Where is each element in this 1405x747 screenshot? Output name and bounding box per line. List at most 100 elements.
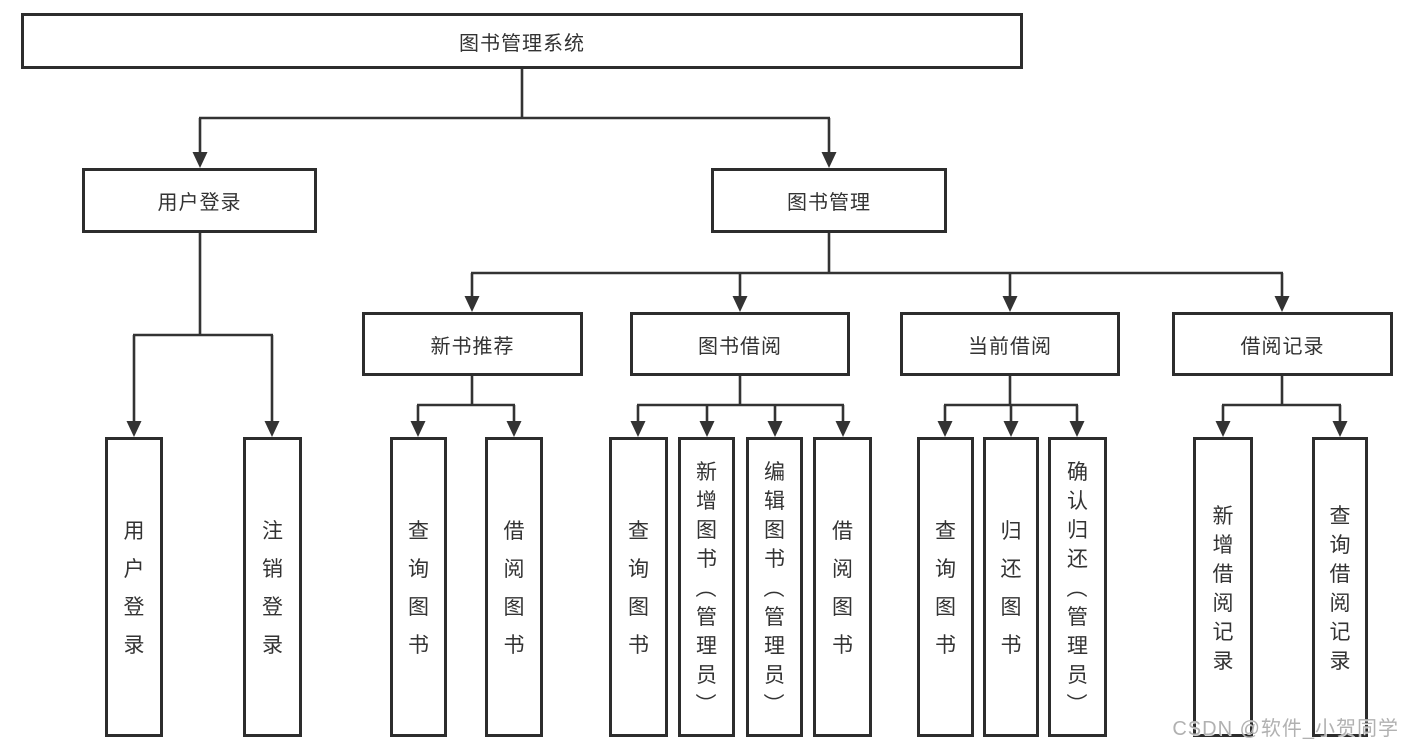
vertical-char: 借 (1329, 562, 1351, 586)
vertical-char: 书 (628, 634, 649, 657)
vertical-char: 管 (764, 606, 785, 629)
vertical-char: （ (693, 576, 717, 598)
vertical-char: 归 (1000, 520, 1022, 543)
node-new-book-recommend: 新书推荐 (362, 312, 583, 376)
vertical-char: 确 (1067, 461, 1088, 484)
vertical-char: 询 (1329, 533, 1351, 557)
arrowhead-down (192, 152, 208, 168)
vertical-char: 书 (832, 634, 853, 657)
node-label: 新书推荐 (430, 335, 515, 358)
arrowhead-down (506, 421, 522, 437)
vertical-char: 图 (1000, 596, 1022, 619)
node-current-borrow: 当前借阅 (900, 312, 1120, 376)
vertical-char: 录 (123, 634, 145, 657)
node-user-login: 用户登录 (82, 168, 317, 233)
arrowhead-down (410, 421, 426, 437)
vertical-char: 阅 (832, 558, 853, 581)
node-label: 用户登录 (157, 192, 242, 214)
vertical-char: 图 (935, 596, 956, 619)
vertical-char: 图 (628, 596, 649, 619)
arrowhead-down (821, 152, 837, 168)
vertical-char: 书 (408, 634, 429, 657)
vertical-char: 借 (503, 520, 525, 543)
connector-borrow-record (1215, 376, 1348, 437)
node-book-management: 图书管理 (711, 168, 947, 233)
arrowhead-down (1003, 421, 1019, 437)
vertical-char: 管 (696, 606, 717, 629)
vertical-char: 书 (503, 634, 525, 657)
vertical-char: 图 (503, 596, 525, 619)
node-label: 当前借阅 (968, 335, 1052, 358)
vertical-char: 查 (1329, 504, 1351, 528)
vertical-char: 查 (628, 520, 649, 543)
node-leaf-edit-books-admin: 编辑图书（管理员） (746, 437, 803, 737)
vertical-char: 管 (1067, 606, 1088, 629)
vertical-char: 录 (262, 634, 283, 657)
arrowhead-down (126, 421, 142, 437)
node-leaf-logout: 注销登录 (243, 437, 302, 737)
node-borrow-record: 借阅记录 (1172, 312, 1393, 376)
vertical-char: 借 (832, 520, 853, 543)
vertical-char: 录 (1329, 649, 1351, 673)
arrowhead-down (464, 296, 480, 312)
node-book-borrow: 图书借阅 (630, 312, 850, 376)
node-leaf-query-books-borrow: 查询图书 (609, 437, 668, 737)
vertical-char: 还 (1000, 558, 1022, 581)
vertical-char: 阅 (503, 558, 525, 581)
vertical-char: 书 (1000, 634, 1022, 657)
node-label: 图书管理系统 (459, 32, 585, 55)
vertical-char: ） (693, 692, 717, 714)
connector-new-book-rec (410, 376, 522, 437)
vertical-char: 归 (1067, 519, 1088, 542)
arrowhead-down (264, 421, 280, 437)
vertical-char: 还 (1067, 548, 1088, 571)
vertical-char: 记 (1329, 620, 1351, 644)
vertical-char: 新 (696, 461, 717, 484)
node-leaf-query-books-rec: 查询图书 (390, 437, 447, 737)
arrowhead-down (937, 421, 953, 437)
node-leaf-query-borrow-record: 查询借阅记录 (1312, 437, 1368, 737)
node-leaf-add-borrow-record: 新增借阅记录 (1193, 437, 1253, 737)
node-label: 图书借阅 (698, 335, 782, 358)
node-root-system: 图书管理系统 (21, 13, 1023, 69)
vertical-char: 编 (764, 461, 785, 484)
vertical-char: 借 (1212, 562, 1234, 586)
node-leaf-return-books: 归还图书 (983, 437, 1039, 737)
node-leaf-confirm-return-admin: 确认归还（管理员） (1048, 437, 1107, 737)
arrowhead-down (1002, 296, 1018, 312)
vertical-char: 书 (764, 548, 785, 571)
vertical-char: 注 (262, 520, 283, 543)
vertical-char: 询 (628, 558, 649, 581)
vertical-char: 员 (1067, 664, 1088, 687)
vertical-char: 增 (696, 490, 717, 513)
vertical-char: 图 (832, 596, 853, 619)
arrowhead-down (1274, 296, 1290, 312)
arrowhead-down (1215, 421, 1231, 437)
vertical-char: 增 (1212, 533, 1234, 557)
node-leaf-borrow-books: 借阅图书 (813, 437, 872, 737)
vertical-char: 理 (764, 635, 785, 658)
vertical-char: 用 (123, 520, 145, 543)
vertical-char: 阅 (1212, 591, 1234, 615)
arrowhead-down (732, 296, 748, 312)
node-leaf-query-books-current: 查询图书 (917, 437, 974, 737)
arrowhead-down (699, 421, 715, 437)
vertical-char: 图 (764, 519, 785, 542)
node-leaf-add-books-admin: 新增图书（管理员） (678, 437, 735, 737)
vertical-char: 录 (1212, 649, 1234, 673)
connector-user-login (126, 233, 280, 437)
vertical-char: 辑 (764, 490, 785, 513)
vertical-char: 认 (1067, 490, 1088, 513)
arrowhead-down (1332, 421, 1348, 437)
connector-current-borrow (937, 376, 1085, 437)
vertical-char: 书 (696, 548, 717, 571)
vertical-char: 理 (1067, 635, 1088, 658)
node-label: 借阅记录 (1240, 335, 1325, 358)
vertical-char: 书 (935, 634, 956, 657)
node-leaf-borrow-books-rec: 借阅图书 (485, 437, 543, 737)
vertical-char: 查 (935, 520, 956, 543)
vertical-char: ） (1064, 692, 1088, 714)
vertical-char: 户 (123, 558, 145, 581)
